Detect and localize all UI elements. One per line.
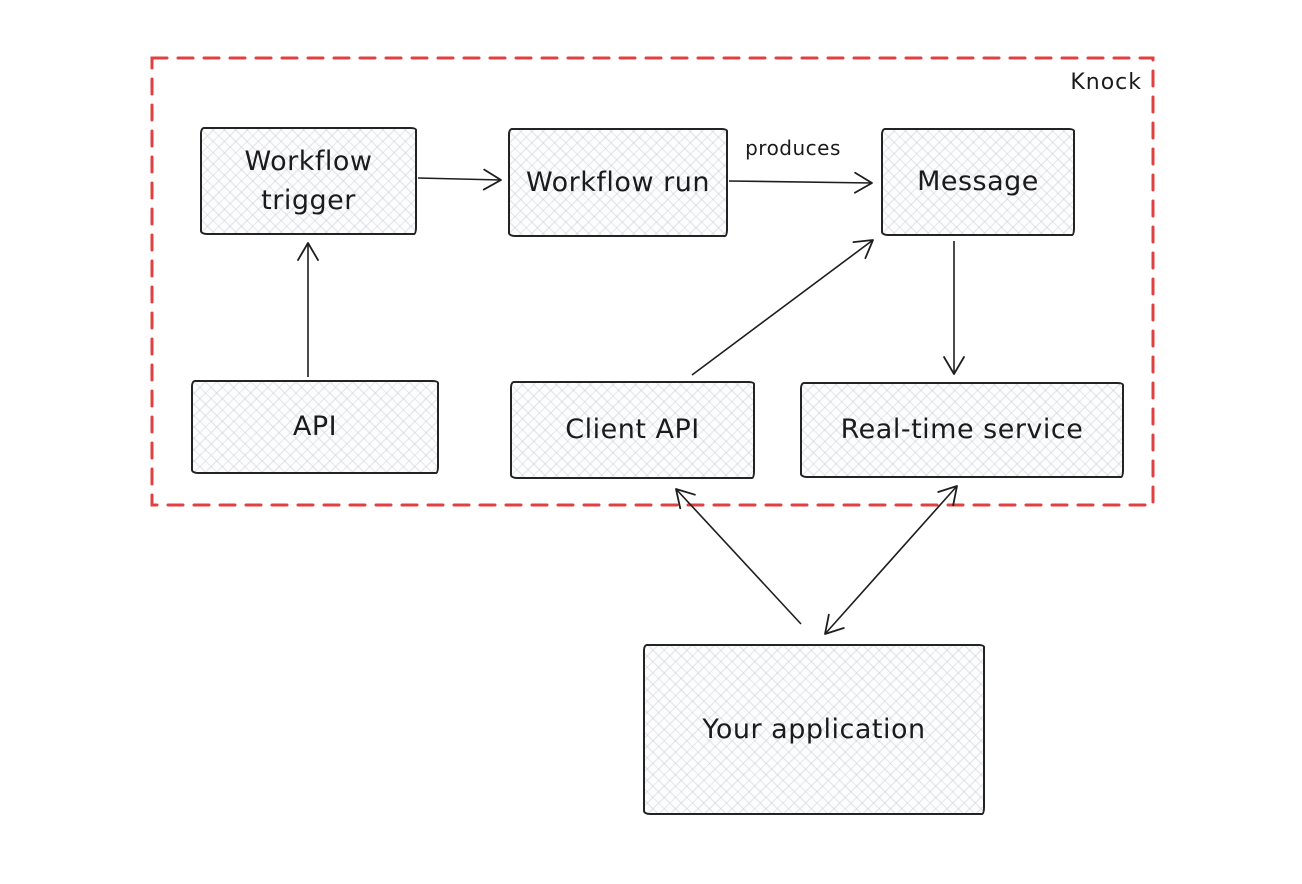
node-workflow-run-label: Workflow run (526, 166, 710, 198)
node-api: API (191, 380, 439, 474)
node-message: Message (881, 128, 1075, 236)
node-your-application: Your application (643, 644, 985, 815)
node-workflow-run: Workflow run (508, 128, 728, 237)
node-message-label: Message (917, 166, 1039, 198)
node-real-time-service-label: Real-time service (840, 414, 1084, 446)
arrow-workflow-trigger-to-workflow-run (417, 168, 502, 191)
node-client-api: Client API (510, 381, 755, 479)
node-client-api-label: Client API (565, 414, 700, 446)
knock-boundary-label: Knock (1070, 70, 1142, 95)
node-api-label: API (292, 411, 338, 443)
edge-label-produces: produces (745, 136, 841, 160)
node-your-application-label: Your application (702, 713, 926, 745)
node-real-time-service: Real-time service (800, 382, 1124, 478)
arrow-workflow-run-to-message (728, 171, 873, 194)
node-workflow-trigger-label: Workflow trigger (244, 145, 373, 216)
arrow-your-application-to-client-api (675, 488, 802, 625)
node-workflow-trigger: Workflow trigger (200, 127, 417, 235)
arrow-client-api-to-message (691, 239, 874, 376)
arrow-your-application-real-time-service-bidirectional (824, 485, 958, 635)
